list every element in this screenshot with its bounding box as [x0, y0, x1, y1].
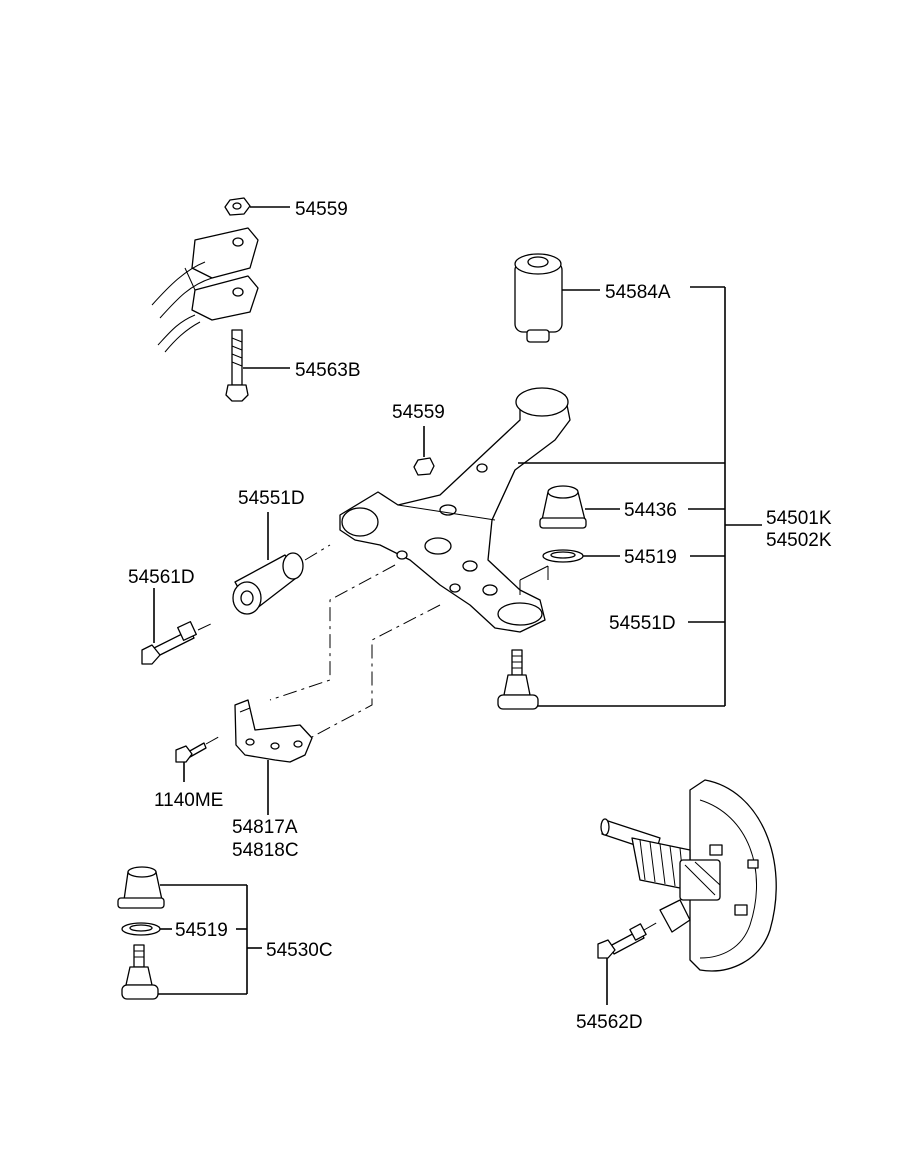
nut-top-part: [224, 197, 251, 216]
label-bolt-knuckle: 54562D: [576, 1012, 643, 1033]
dust-boot-part: [539, 485, 587, 529]
bolt-top-part: [225, 329, 249, 402]
label-bushing-front: 54551D: [238, 488, 305, 509]
boot-kit-part: [117, 866, 165, 909]
label-nut-mid: 54559: [392, 402, 445, 423]
snap-ring-right-part: [542, 549, 584, 563]
label-arm-assy-rh: 54502K: [766, 530, 832, 551]
snap-ring-left-part: [121, 922, 161, 936]
bolt-bracket-part: [175, 742, 207, 763]
rear-bushing-part: [514, 253, 563, 343]
label-bolt-left: 54561D: [128, 567, 195, 588]
assembly-bracket-lines: [518, 286, 762, 707]
label-ball-joint-kit: 54530C: [266, 940, 333, 961]
stabilizer-bracket-part: [234, 699, 313, 763]
bolt-knuckle-part: [597, 923, 647, 959]
nut-mid-part: [413, 457, 435, 476]
label-arm-assy-lh: 54501K: [766, 508, 832, 529]
front-bushing-part: [232, 552, 304, 615]
label-dust-boot: 54436: [624, 500, 677, 521]
bolt-left-part: [141, 621, 197, 665]
label-bushing-assy-ref: 54551D: [609, 613, 676, 634]
label-bushing-rear: 54584A: [605, 282, 671, 303]
frame-bracket-illustration: [151, 227, 259, 353]
label-bracket-rh: 54818C: [232, 840, 299, 861]
label-bracket-lh: 54817A: [232, 817, 298, 838]
label-bolt-bracket: 1140ME: [154, 790, 223, 811]
label-bolt-top: 54563B: [295, 360, 361, 381]
ball-joint-kit-part: [121, 944, 159, 1000]
label-snap-ring-right: 54519: [624, 547, 677, 568]
kit-bracket-lines: [158, 884, 262, 995]
ball-joint-part: [497, 649, 539, 710]
label-nut-top: 54559: [295, 199, 348, 220]
knuckle-driveshaft-illustration: [600, 779, 777, 972]
label-snap-ring-left: 54519: [175, 920, 228, 941]
lower-control-arm-part: [339, 387, 571, 633]
